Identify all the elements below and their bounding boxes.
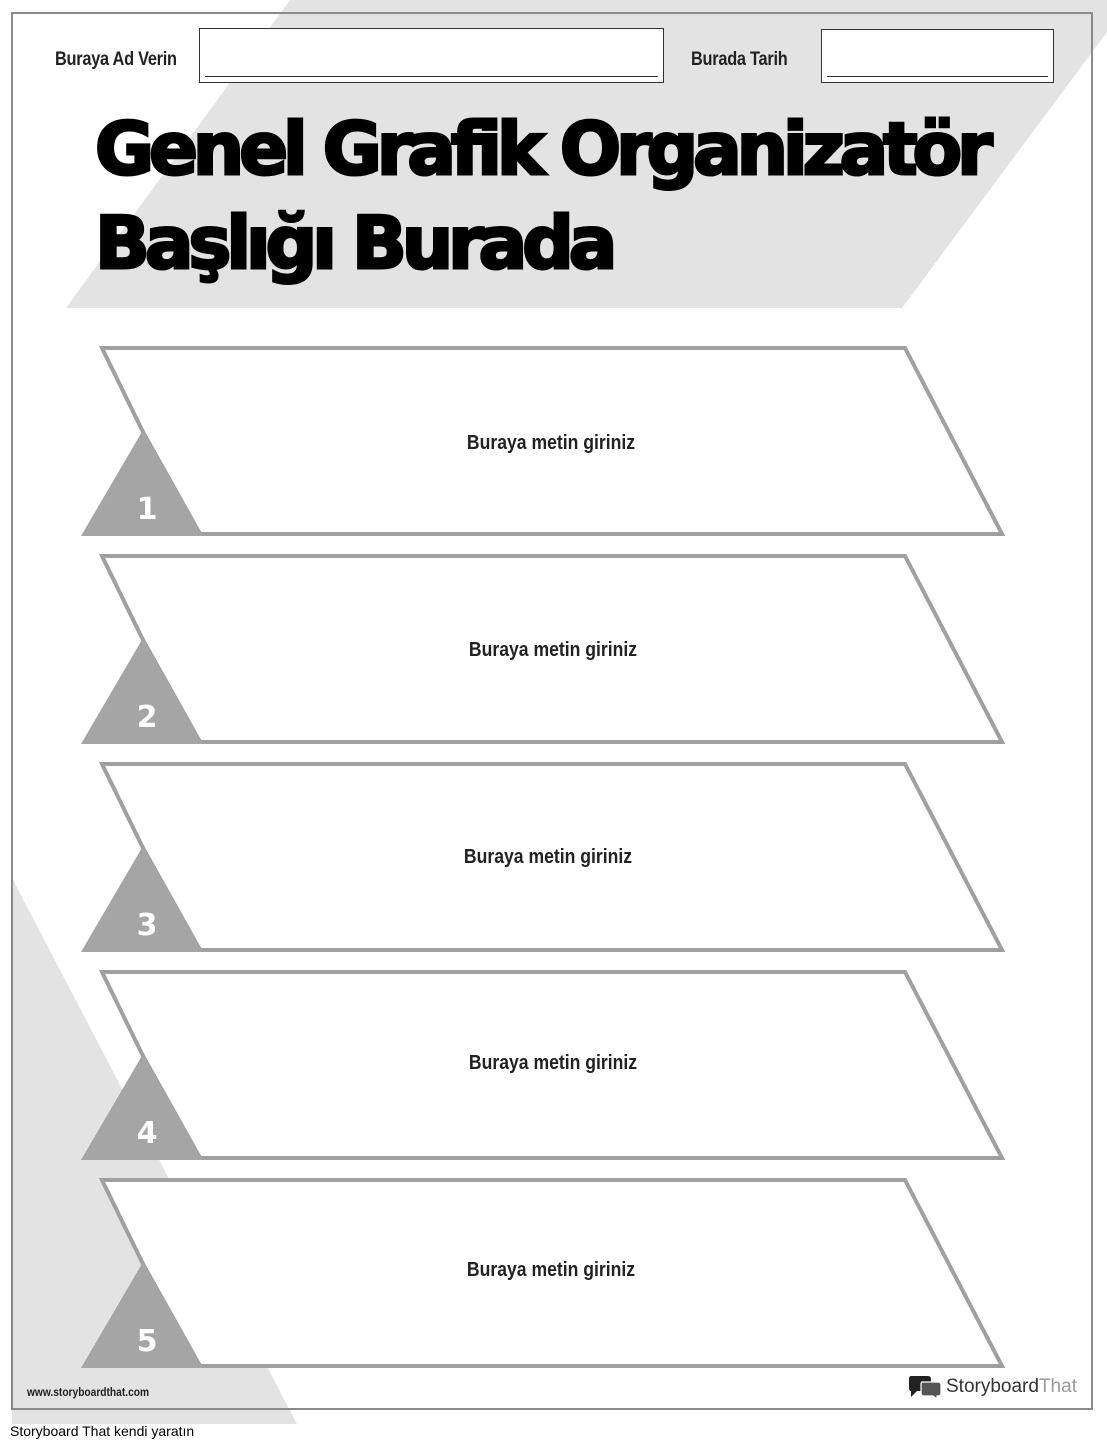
row-2-text[interactable]: Buraya metin giriniz (468, 639, 638, 661)
row-4-number: 4 (136, 1116, 158, 1151)
logo-text-dark: Storyboard (946, 1376, 1039, 1397)
row-3-text[interactable]: Buraya metin giriniz (463, 846, 633, 868)
row-4-text[interactable]: Buraya metin giriniz (468, 1052, 638, 1074)
row-3-number: 3 (136, 908, 158, 943)
row-2-shape (81, 554, 1006, 744)
name-field-underline (205, 76, 658, 77)
row-1-number: 1 (136, 492, 158, 527)
logo-text-light: That (1038, 1376, 1077, 1397)
storyboardthat-logo-icon (909, 1376, 942, 1400)
date-field[interactable] (821, 29, 1054, 83)
row-2-number: 2 (136, 700, 158, 735)
footer-caption: Storyboard That kendi yaratın (10, 1423, 195, 1439)
row-3-shape (81, 762, 1006, 952)
row-4-shape (81, 970, 1006, 1160)
page-frame (11, 12, 1093, 1410)
page-title: Genel Grafik Organizatör Başlığı Burada (94, 106, 995, 287)
storyboardthat-logo[interactable]: StoryboardThat (908, 1374, 1077, 1400)
row-5-shape (81, 1178, 1006, 1368)
name-label: Buraya Ad Verin (55, 49, 177, 70)
logo-text: StoryboardThat (946, 1376, 1077, 1398)
row-1-text[interactable]: Buraya metin giriniz (466, 432, 636, 454)
footer-url[interactable]: www.storyboardthat.com (27, 1385, 150, 1399)
date-label: Burada Tarih (691, 49, 788, 70)
row-5-text[interactable]: Buraya metin giriniz (466, 1259, 636, 1281)
row-1-shape (81, 346, 1006, 536)
date-field-underline (827, 76, 1048, 77)
name-field[interactable] (199, 28, 664, 83)
row-5-number: 5 (136, 1324, 158, 1359)
